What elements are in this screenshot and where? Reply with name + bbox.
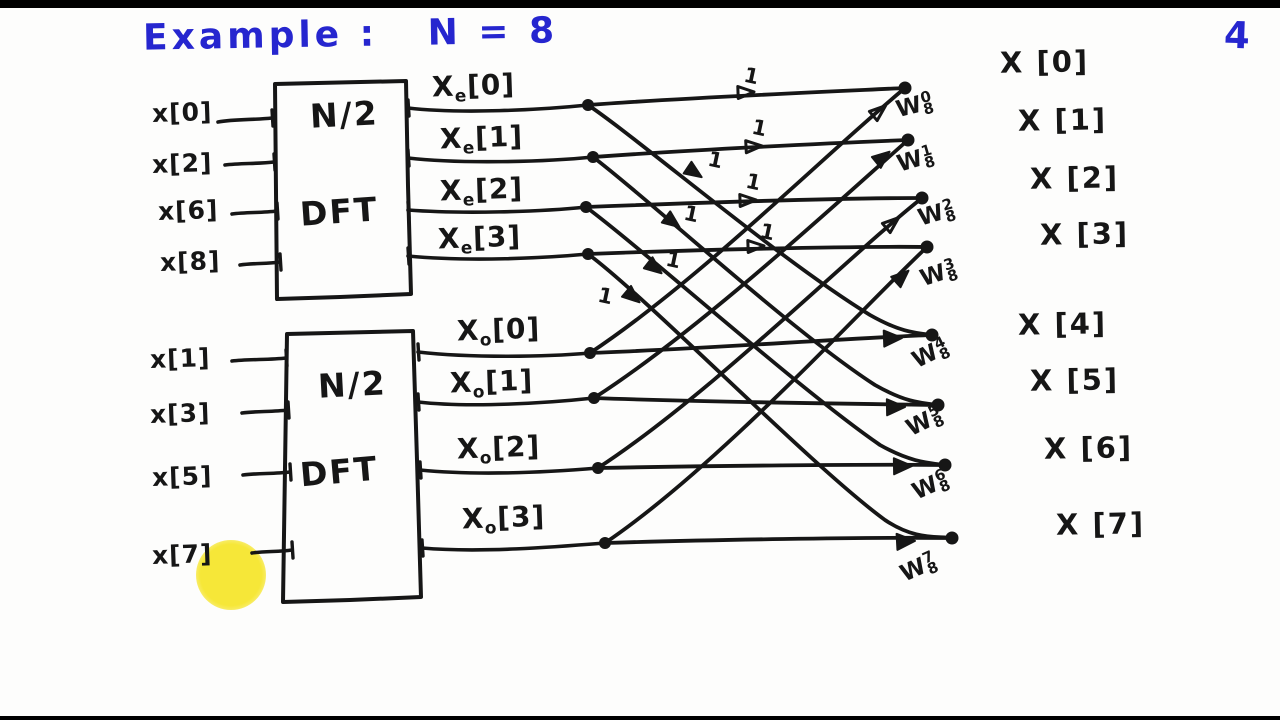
output-label-0: X [0] bbox=[999, 44, 1090, 80]
page-number: 4 bbox=[1223, 13, 1251, 58]
dft-block1-size-label: N/2 bbox=[309, 93, 380, 136]
input-label-top-3: x[8] bbox=[159, 245, 221, 278]
input-label-bottom-1: x[3] bbox=[149, 397, 211, 430]
output-label-4: X [4] bbox=[1017, 306, 1108, 342]
arrowheads bbox=[621, 84, 916, 551]
dft-block1-name-label: DFT bbox=[298, 189, 380, 234]
dft-block2-size-label: N/2 bbox=[317, 363, 388, 406]
input-label-top-2: x[6] bbox=[157, 194, 219, 227]
dft-block2-name-label: DFT bbox=[298, 448, 381, 495]
junction-ticks bbox=[270, 98, 425, 560]
even-output-label-0: Xe[0] bbox=[431, 67, 516, 107]
odd-output-label-0: Xo[0] bbox=[456, 311, 541, 351]
even-output-label-2: Xe[2] bbox=[439, 171, 524, 211]
even-output-label-3: Xe[3] bbox=[437, 219, 522, 259]
input-label-bottom-2: x[5] bbox=[151, 460, 213, 493]
butterfly-wires bbox=[584, 86, 954, 545]
letterbox-top bbox=[0, 0, 1280, 8]
output-label-7: X [7] bbox=[1055, 506, 1146, 542]
odd-output-label-1: Xo[1] bbox=[449, 363, 534, 403]
odd-output-label-2: Xo[2] bbox=[456, 429, 541, 469]
input-label-top-0: x[0] bbox=[151, 96, 213, 129]
letterbox-bottom bbox=[0, 716, 1280, 720]
even-output-label-1: Xe[1] bbox=[439, 119, 524, 159]
dft-boxes bbox=[273, 79, 423, 604]
output-label-2: X [2] bbox=[1029, 160, 1120, 196]
input-label-bottom-3: x[7] bbox=[151, 538, 213, 571]
input-label-top-1: x[2] bbox=[151, 147, 213, 180]
input-wires bbox=[216, 103, 607, 555]
input-label-bottom-0: x[1] bbox=[149, 342, 211, 375]
output-label-6: X [6] bbox=[1043, 430, 1134, 466]
odd-output-label-3: Xo[3] bbox=[461, 499, 546, 539]
page-title: Example : N = 8 bbox=[142, 10, 559, 59]
signal-nodes bbox=[580, 81, 959, 549]
output-label-3: X [3] bbox=[1039, 216, 1130, 252]
output-label-1: X [1] bbox=[1017, 102, 1108, 138]
output-label-5: X [5] bbox=[1029, 362, 1120, 398]
